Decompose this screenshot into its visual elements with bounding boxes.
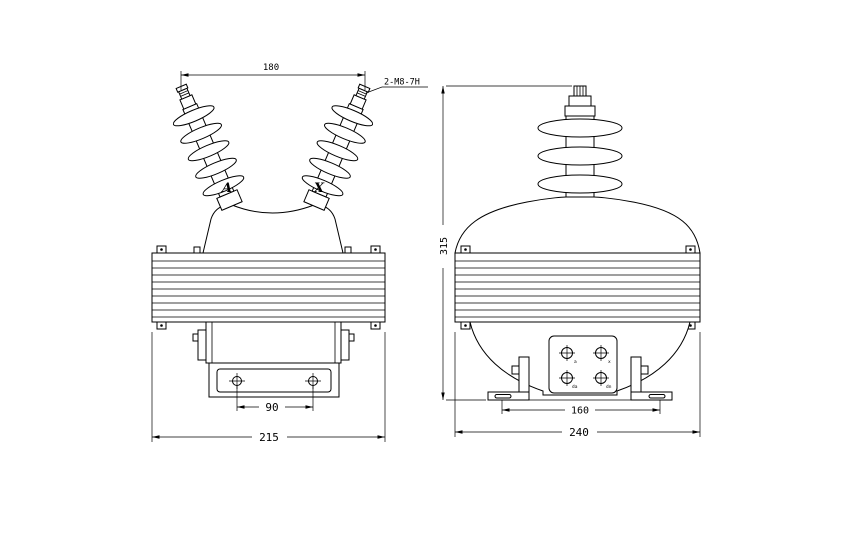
dim-160-text: 160: [571, 406, 589, 417]
terminal-box: a x da dn: [548, 335, 618, 394]
dim-240: 240: [454, 332, 701, 439]
bushing-label-A: A: [220, 181, 232, 196]
vertical-bushing: [537, 85, 623, 198]
right-bushing: [293, 77, 386, 216]
bushing-label-X: X: [313, 181, 325, 196]
terminal-label: dn: [606, 384, 612, 390]
bolt-annotation-text: 2-M8-7H: [384, 78, 420, 88]
front-view: A X: [151, 63, 428, 444]
dim-90-text: 90: [265, 401, 278, 414]
dim-240-text: 240: [569, 426, 589, 439]
dome-body: [454, 196, 701, 254]
dim-180: 180: [180, 63, 366, 90]
dim-215-text: 215: [259, 431, 279, 444]
left-bushing: [160, 77, 253, 216]
terminal-bottom-left: [559, 370, 575, 386]
dim-180-text: 180: [263, 63, 279, 73]
dim-315: 315: [439, 85, 572, 401]
dim-215: 215: [151, 332, 386, 444]
terminal-label: x: [608, 360, 611, 365]
flange-bolt-right: [344, 246, 352, 254]
terminal-label: da: [572, 384, 578, 390]
dim-160: 160: [501, 400, 661, 417]
mounting-bracket-right: [630, 356, 673, 401]
core-fin-block-side: [454, 245, 701, 330]
terminal-label: a: [574, 360, 577, 365]
lower-neck: [192, 321, 355, 364]
bolt-annotation: 2-M8-7H: [365, 78, 428, 94]
top-body: [202, 204, 344, 254]
terminal-top-left: [559, 345, 575, 361]
mounting-base: [208, 362, 340, 398]
core-fin-block: [151, 245, 386, 330]
dim-315-text: 315: [439, 237, 450, 255]
flange-bolt-left: [193, 246, 201, 254]
side-view: a x da dn 315: [439, 85, 701, 439]
terminal-top-right: [593, 345, 609, 361]
dim-90: 90: [236, 386, 314, 414]
terminal-bottom-right: [593, 370, 609, 386]
